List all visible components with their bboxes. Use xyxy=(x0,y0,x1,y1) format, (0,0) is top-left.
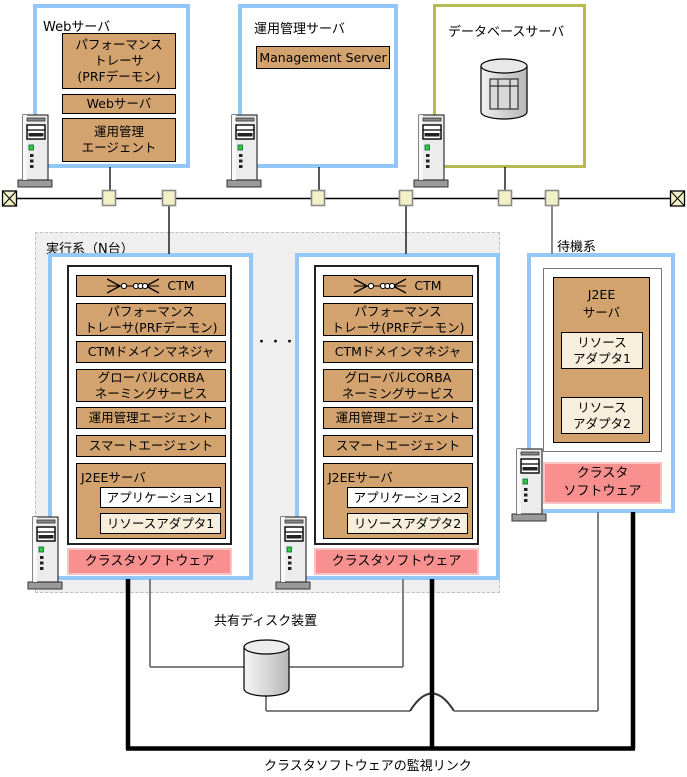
web-management-agent: 運用管理 エージェント xyxy=(62,118,176,162)
server-tower-icon xyxy=(225,113,263,188)
web-server-title: Webサーバ xyxy=(43,20,111,35)
server-tower-icon xyxy=(412,113,450,188)
standby-resource-adapter-1: リソース アダプタ1 xyxy=(561,332,643,369)
ellipsis-more-nodes: ・・・ xyxy=(256,335,298,348)
ctm-queue-icon xyxy=(354,278,407,294)
active-node-1-management-agent: 運用管理エージェント xyxy=(76,407,226,429)
active-node-1-application: アプリケーション1 xyxy=(100,487,221,508)
active-node-1-inner: CTM パフォーマンス トレーサ(PRFデーモン) CTMドメインマネジャ グロ… xyxy=(67,265,232,545)
active-node-1-ctm-domain-manager: CTMドメインマネジャ xyxy=(76,341,226,363)
active-node-2-application: アプリケーション2 xyxy=(347,487,468,508)
standby-box: J2EE サーバ リソース アダプタ1 リソース アダプタ2 クラスタ ソフトウ… xyxy=(527,253,675,513)
ctm-label: CTM xyxy=(414,278,442,293)
database-server-title: データベースサーバ xyxy=(448,25,565,40)
active-node-1-global-corba-naming: グローバルCORBA ネーミングサービス xyxy=(76,369,226,402)
active-node-1-smart-agent: スマートエージェント xyxy=(76,435,226,457)
lan-taps xyxy=(101,189,560,207)
active-node-2-j2ee-server: J2EEサーバ アプリケーション2 リソースアダプタ2 xyxy=(323,463,473,539)
j2ee-server-label: J2EEサーバ xyxy=(81,470,146,485)
active-node-1-performance-tracer: パフォーマンス トレーサ(PRFデーモン) xyxy=(76,303,226,336)
management-server-box: 運用管理サーバ Management Server xyxy=(238,4,398,168)
shared-disk-cylinder-icon xyxy=(243,639,290,697)
active-node-2-smart-agent: スマートエージェント xyxy=(323,435,473,457)
active-node-2-box: CTM パフォーマンス トレーサ(PRFデーモン) CTMドメインマネジャ グロ… xyxy=(295,253,500,580)
active-node-2-management-agent: 運用管理エージェント xyxy=(323,407,473,429)
web-server-box: Webサーバ パフォーマンス トレーサ (PRFデーモン) Webサーバ 運用管… xyxy=(33,4,190,168)
active-node-1-box: CTM パフォーマンス トレーサ(PRFデーモン) CTMドメインマネジャ グロ… xyxy=(48,253,253,580)
standby-inner: J2EE サーバ リソース アダプタ1 リソース アダプタ2 xyxy=(543,268,662,452)
standby-j2ee-label: J2EE サーバ xyxy=(582,287,621,320)
shared-disk-label: 共有ディスク装置 xyxy=(214,614,318,629)
active-node-2-ctm-domain-manager: CTMドメインマネジャ xyxy=(323,341,473,363)
active-node-1-ctm: CTM xyxy=(76,275,226,297)
ctm-queue-icon xyxy=(107,278,160,294)
active-node-2-inner: CTM パフォーマンス トレーサ(PRFデーモン) CTMドメインマネジャ グロ… xyxy=(314,265,479,545)
active-node-2-global-corba-naming: グローバルCORBA ネーミングサービス xyxy=(323,369,473,402)
standby-j2ee-server: J2EE サーバ リソース アダプタ1 リソース アダプタ2 xyxy=(553,277,650,443)
active-node-2-ctm: CTM xyxy=(323,275,473,297)
lan-terminator-left xyxy=(1,190,18,207)
server-tower-icon xyxy=(26,515,64,590)
active-node-1-j2ee-server: J2EEサーバ アプリケーション1 リソースアダプタ1 xyxy=(76,463,226,539)
database-cylinder-icon xyxy=(480,58,528,120)
j2ee-server-label: J2EEサーバ xyxy=(328,470,393,485)
management-server-component: Management Server xyxy=(256,46,390,69)
management-server-title: 運用管理サーバ xyxy=(254,22,345,37)
server-tower-icon xyxy=(510,447,548,522)
lan-terminator-right xyxy=(669,190,686,207)
active-node-2-resource-adapter: リソースアダプタ2 xyxy=(347,513,468,534)
standby-system-title: 待機系 xyxy=(557,240,597,255)
server-tower-icon xyxy=(16,113,54,188)
active-node-2-performance-tracer: パフォーマンス トレーサ(PRFデーモン) xyxy=(323,303,473,336)
active-node-1-cluster-software: クラスタソフトウェア xyxy=(67,548,232,575)
web-performance-tracer: パフォーマンス トレーサ (PRFデーモン) xyxy=(62,33,176,89)
active-node-2-cluster-software: クラスタソフトウェア xyxy=(314,548,479,575)
web-webserver-component: Webサーバ xyxy=(62,94,176,114)
active-node-1-resource-adapter: リソースアダプタ1 xyxy=(100,513,221,534)
standby-resource-adapter-2: リソース アダプタ2 xyxy=(561,397,643,434)
ctm-label: CTM xyxy=(167,278,195,293)
monitor-link-label: クラスタソフトウェアの監視リンク xyxy=(264,759,472,774)
server-tower-icon xyxy=(274,515,312,590)
standby-cluster-software: クラスタ ソフトウェア xyxy=(543,462,662,504)
